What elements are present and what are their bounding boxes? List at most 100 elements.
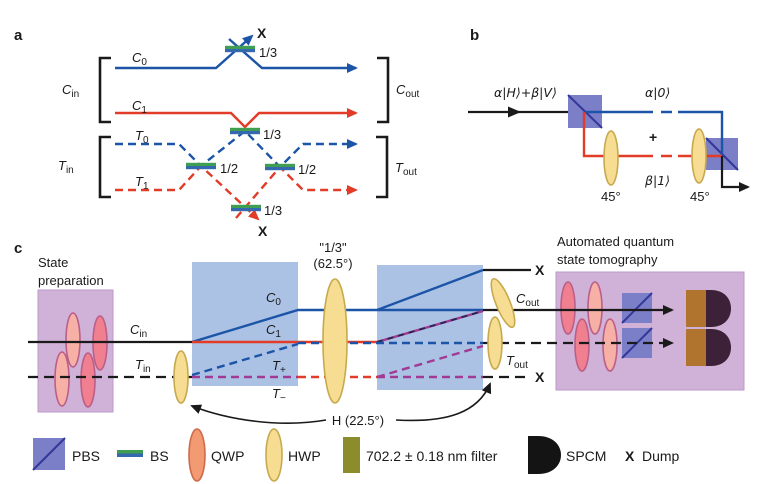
- ratio-left-label: 1/2: [220, 161, 238, 176]
- h-arrow-right: [395, 382, 492, 422]
- bs-icon-top: [225, 45, 255, 53]
- ratio-bottom-label: 1/3: [264, 203, 282, 218]
- bracket-c-out: [377, 56, 390, 124]
- panel-c: c State preparation Automated quantum st…: [14, 234, 745, 428]
- mode-c0-label: C0: [132, 50, 147, 68]
- qwp-icon-tomo-2: [574, 318, 590, 372]
- plus-label: +: [649, 129, 657, 145]
- beam-b-output: [720, 156, 750, 192]
- t-in-label: Tin: [58, 158, 74, 176]
- hwp-legend-label: HWP: [288, 448, 321, 464]
- beam-b-blue-2: [678, 110, 724, 154]
- hwp-icon-t-in: [173, 350, 189, 404]
- beam-b-red-1: [582, 112, 642, 158]
- bracket-c-in: [98, 56, 111, 124]
- c-in-label: Cin: [62, 82, 79, 100]
- spcm-legend-label: SPCM: [566, 448, 606, 464]
- beam-c1-diag-2-overlay: [376, 310, 484, 343]
- t-out-label-c: Tout: [506, 353, 528, 371]
- panel-b: b α|H⟩+β|V⟩ α|0⟩ + β|1⟩ 45° 45°: [468, 27, 750, 204]
- beam-c1: [115, 108, 358, 129]
- beam-displacer-box-1: [192, 262, 298, 386]
- qwp-icon-tomo-1: [560, 281, 576, 335]
- t-plus-label: T+: [272, 358, 286, 376]
- t-in-label-c: Tin: [135, 357, 151, 375]
- input-state-label: α|H⟩+β|V⟩: [494, 85, 557, 100]
- state-prep-title-1: State: [38, 255, 68, 270]
- panel-b-label: b: [470, 27, 479, 44]
- legend: PBS BS QWP HWP 702.2 ± 0.18 nm filter SP…: [32, 428, 680, 482]
- h-arrow-left: [190, 404, 327, 424]
- panel-a-label: a: [14, 27, 23, 44]
- t-out-label: Tout: [395, 160, 417, 178]
- hwp-angle-label: (62.5°): [313, 256, 352, 271]
- beta1-label: β|1⟩: [644, 173, 670, 188]
- qwp-icon-prep-1: [65, 312, 81, 368]
- hwp-ratio-label: "1/3": [319, 240, 347, 255]
- qwp-legend-icon: [188, 428, 206, 482]
- dump-x-top: X: [257, 25, 267, 41]
- hwp-icon-tomo-2: [602, 318, 618, 372]
- beam-c0-path: [191, 308, 483, 344]
- dump-x-bottom: X: [258, 223, 268, 239]
- hwp-icon-one-third: [322, 278, 348, 404]
- t-minus-label: T−: [272, 386, 286, 404]
- filter-legend-label: 702.2 ± 0.18 nm filter: [366, 448, 498, 464]
- tomography-title-2: state tomography: [557, 252, 658, 267]
- hwp2-angle-label: 45°: [690, 189, 710, 204]
- bracket-t-out: [376, 135, 389, 199]
- hwp-icon-c-out: [490, 277, 516, 329]
- c1-label-c: C1: [266, 322, 281, 340]
- dump-legend-label: Dump: [642, 448, 680, 464]
- mode-t1-label: T1: [135, 174, 149, 192]
- beam-t1-out: [235, 165, 358, 219]
- qwp-icon-prep-2: [54, 351, 70, 407]
- pbs-cube-tomo-1: [621, 292, 653, 324]
- bs-legend-label: BS: [150, 448, 169, 464]
- spcm-icon-top: [686, 290, 731, 327]
- beam-c0-out: [228, 38, 358, 73]
- dump-legend-icon: X: [625, 448, 635, 464]
- h-setting-label: H (22.5°): [332, 413, 384, 428]
- dump-x-c-bottom: X: [535, 369, 545, 385]
- c0-label-c: C0: [266, 290, 281, 308]
- dump-x-c-top: X: [535, 262, 545, 278]
- panel-a: a 1/3 1/3 1/2 1/2 1/3 X X C0 C1 T0 T1 Ci…: [14, 25, 420, 239]
- tomography-title-1: Automated quantum: [557, 234, 674, 249]
- panel-c-label: c: [14, 240, 22, 257]
- mode-c1-label: C1: [132, 98, 147, 116]
- c-out-label: Cout: [396, 82, 420, 100]
- ratio-right-label: 1/2: [298, 162, 316, 177]
- hwp1-angle-label: 45°: [601, 189, 621, 204]
- beam-c0-diag-2: [376, 268, 484, 312]
- beam-t0: [115, 129, 358, 169]
- bs-icon-mid: [230, 127, 260, 135]
- ratio-mid-label: 1/3: [263, 127, 281, 142]
- alpha0-label: α|0⟩: [645, 85, 670, 100]
- c-out-label-c: Cout: [516, 291, 540, 309]
- bs-icon-half-left: [186, 162, 216, 170]
- qwp-legend-label: QWP: [211, 448, 244, 464]
- beam-t-plus-diag: [191, 342, 299, 377]
- c-in-label-c: Cin: [130, 322, 147, 340]
- hwp-icon-t-out: [487, 316, 503, 370]
- bs-legend-icon: [117, 450, 143, 457]
- hwp-legend-icon: [265, 428, 283, 482]
- state-prep-title-2: preparation: [38, 273, 104, 288]
- beam-t-minus-diag-2: [376, 344, 484, 379]
- mode-t0-label: T0: [135, 128, 149, 146]
- spcm-icon-bottom: [686, 329, 731, 366]
- pbs-legend-icon: [32, 437, 66, 471]
- beam-b-input-arrowhead: [508, 106, 521, 118]
- bs-icon-half-right: [265, 163, 295, 171]
- hwp-icon-prep-2: [80, 352, 96, 408]
- hwp-icon-b2: [691, 128, 707, 184]
- bracket-t-in: [98, 135, 111, 199]
- hwp-icon-tomo-1: [587, 281, 603, 335]
- pbs-legend-label: PBS: [72, 448, 100, 464]
- bs-icon-bottom: [231, 204, 261, 212]
- spcm-legend-icon: [528, 436, 561, 474]
- ratio-top-label: 1/3: [259, 45, 277, 60]
